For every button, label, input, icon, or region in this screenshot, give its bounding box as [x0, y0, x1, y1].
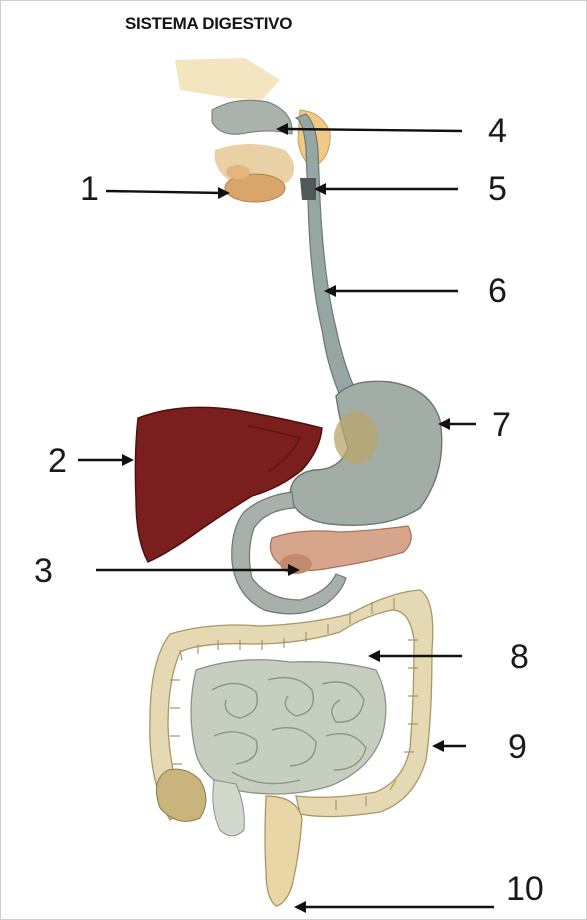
label-3: 3 — [34, 552, 53, 590]
cecum — [156, 769, 206, 821]
label-9: 9 — [508, 728, 527, 766]
stomach-cardia — [334, 412, 378, 464]
label-5: 5 — [488, 170, 507, 208]
label-8: 8 — [510, 638, 529, 676]
label-7: 7 — [492, 406, 511, 444]
salivary-gland-small — [226, 165, 250, 179]
label-2: 2 — [48, 442, 67, 480]
rectum — [265, 796, 302, 906]
label-1: 1 — [80, 170, 99, 208]
label-4: 4 — [488, 112, 507, 150]
label-10: 10 — [506, 870, 544, 908]
label-6: 6 — [488, 272, 507, 310]
small-intestine — [191, 660, 386, 794]
pharynx-section — [300, 178, 316, 200]
